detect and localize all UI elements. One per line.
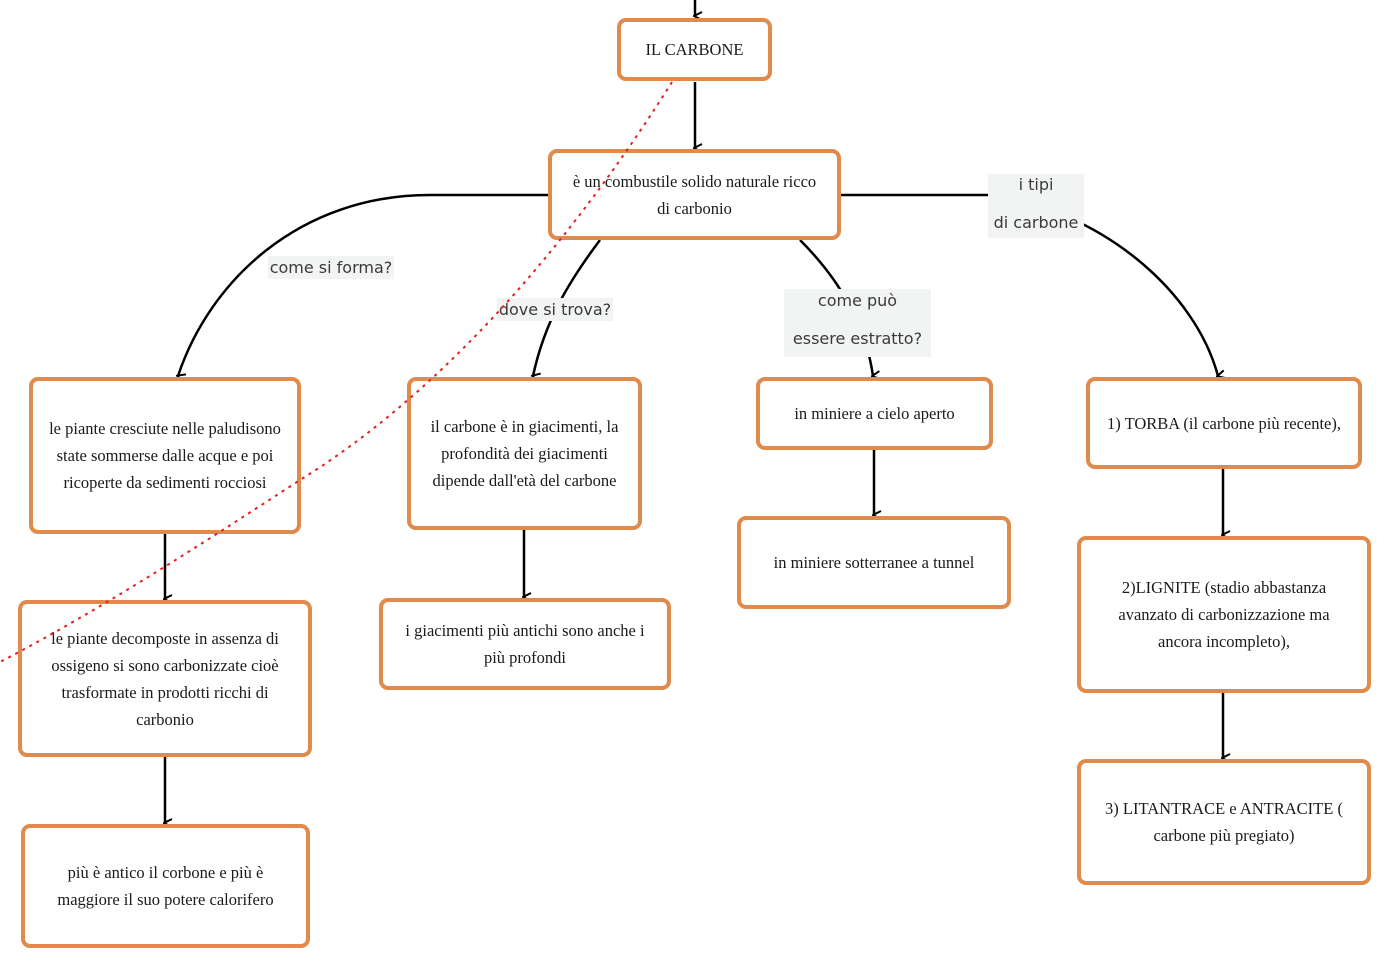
edge-label-trova: dove si trova? <box>488 290 622 329</box>
edge-label-estratto-line1: come può <box>817 291 898 310</box>
node-forma-2[interactable]: le piante decomposte in assenza di ossig… <box>18 600 312 757</box>
edge-label-estratto: come può essere estratto? <box>784 289 931 357</box>
node-forma-1[interactable]: le piante cresciute nelle paludisono sta… <box>29 377 301 534</box>
edge-label-estratto-line2: essere estratto? <box>792 329 923 348</box>
edge-label-tipi-line1: i tipi <box>1018 175 1054 194</box>
edge-label-forma: come si forma? <box>258 248 404 287</box>
node-root[interactable]: IL CARBONE <box>617 18 772 81</box>
node-forma-3[interactable]: più è antico il corbone e più è maggiore… <box>21 824 310 948</box>
node-trova-1[interactable]: il carbone è in giacimenti, la profondit… <box>407 377 642 530</box>
edge-label-trova-text: dove si trova? <box>496 298 614 321</box>
edge-label-forma-text: come si forma? <box>267 256 395 279</box>
edge-label-tipi-line2: di carbone <box>993 213 1079 232</box>
node-trova-2[interactable]: i giacimenti più antichi sono anche i pi… <box>379 598 671 690</box>
node-tipi-1[interactable]: 1) TORBA (il carbone più recente), <box>1086 377 1362 469</box>
node-estratto-1[interactable]: in miniere a cielo aperto <box>756 377 993 450</box>
edge-label-tipi: i tipi di carbone <box>988 174 1084 238</box>
node-estratto-2[interactable]: in miniere sotterranee a tunnel <box>737 516 1011 609</box>
node-tipi-3[interactable]: 3) LITANTRACE e ANTRACITE ( carbone più … <box>1077 759 1371 885</box>
node-tipi-2[interactable]: 2)LIGNITE (stadio abbastanza avanzato di… <box>1077 536 1371 693</box>
node-definition[interactable]: è un combustile solido naturale ricco di… <box>548 149 841 240</box>
